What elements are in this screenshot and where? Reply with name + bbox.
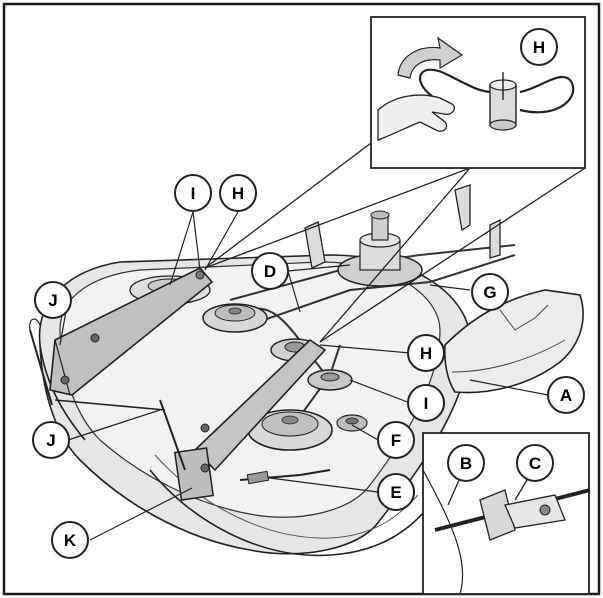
- callout-J-upper: J: [34, 281, 72, 319]
- callout-K: K: [51, 521, 89, 559]
- callout-label: H: [232, 184, 244, 203]
- deck-skirt-edge: [149, 469, 431, 557]
- callout-I-lower: I: [407, 384, 445, 422]
- guide-plate: [504, 494, 566, 529]
- callouts: H I H D G J H I: [32, 28, 585, 559]
- chute-vent: [499, 304, 549, 331]
- callout-label: J: [46, 431, 55, 450]
- idler-pulley-lower: [307, 369, 353, 391]
- engine-pulley: [337, 210, 423, 287]
- callout-G: G: [471, 273, 509, 311]
- callout-label: I: [424, 394, 429, 413]
- callout-leaders: [59, 211, 549, 541]
- callout-label: I: [191, 184, 196, 203]
- callout-E: E: [377, 473, 415, 511]
- left-lift-arm: [49, 267, 214, 396]
- guide-bolt: [539, 504, 551, 516]
- rear-bracket-right: [454, 184, 471, 232]
- callout-label: C: [529, 454, 541, 473]
- callout-label: A: [560, 386, 572, 405]
- callout-D: D: [251, 252, 289, 290]
- deck-left-edge: [39, 344, 86, 441]
- callout-I-upper: I: [174, 174, 212, 212]
- belt-guide-bracket: [479, 489, 516, 541]
- callout-H-upper: H: [219, 174, 257, 212]
- chute-ridge: [451, 339, 566, 373]
- callout-A: A: [547, 376, 585, 414]
- hand-icon: [377, 94, 456, 141]
- hairpin-clip-loop-right: [519, 75, 575, 114]
- small-pulley: [336, 414, 368, 432]
- callout-B: B: [447, 444, 485, 482]
- callout-C: C: [516, 444, 554, 482]
- callout-label: G: [483, 283, 496, 302]
- callout-label: B: [460, 454, 472, 473]
- callout-label: E: [390, 483, 401, 502]
- left-side-rod: [29, 318, 166, 411]
- left-spindle-pulley: [202, 303, 268, 333]
- callout-label: J: [48, 291, 57, 310]
- callout-F: F: [377, 421, 415, 459]
- inset-leader-lines: [204, 139, 586, 343]
- right-lift-link: [159, 338, 327, 501]
- callout-label: D: [264, 262, 276, 281]
- rotate-arrow-icon: [397, 36, 464, 79]
- callout-H-middle: H: [407, 334, 445, 372]
- callout-label: K: [64, 531, 77, 550]
- callout-J-lower: J: [32, 421, 70, 459]
- callout-label: H: [420, 344, 432, 363]
- rear-brackets: [304, 184, 501, 269]
- rear-bracket-left: [304, 221, 326, 269]
- callout-label: F: [391, 431, 401, 450]
- callout-H-top: H: [520, 28, 558, 66]
- callout-label: H: [533, 38, 545, 57]
- rear-bracket-far: [489, 218, 501, 259]
- hairpin-clip-loop-left: [418, 68, 493, 97]
- belt-tension-assembly: [239, 469, 331, 485]
